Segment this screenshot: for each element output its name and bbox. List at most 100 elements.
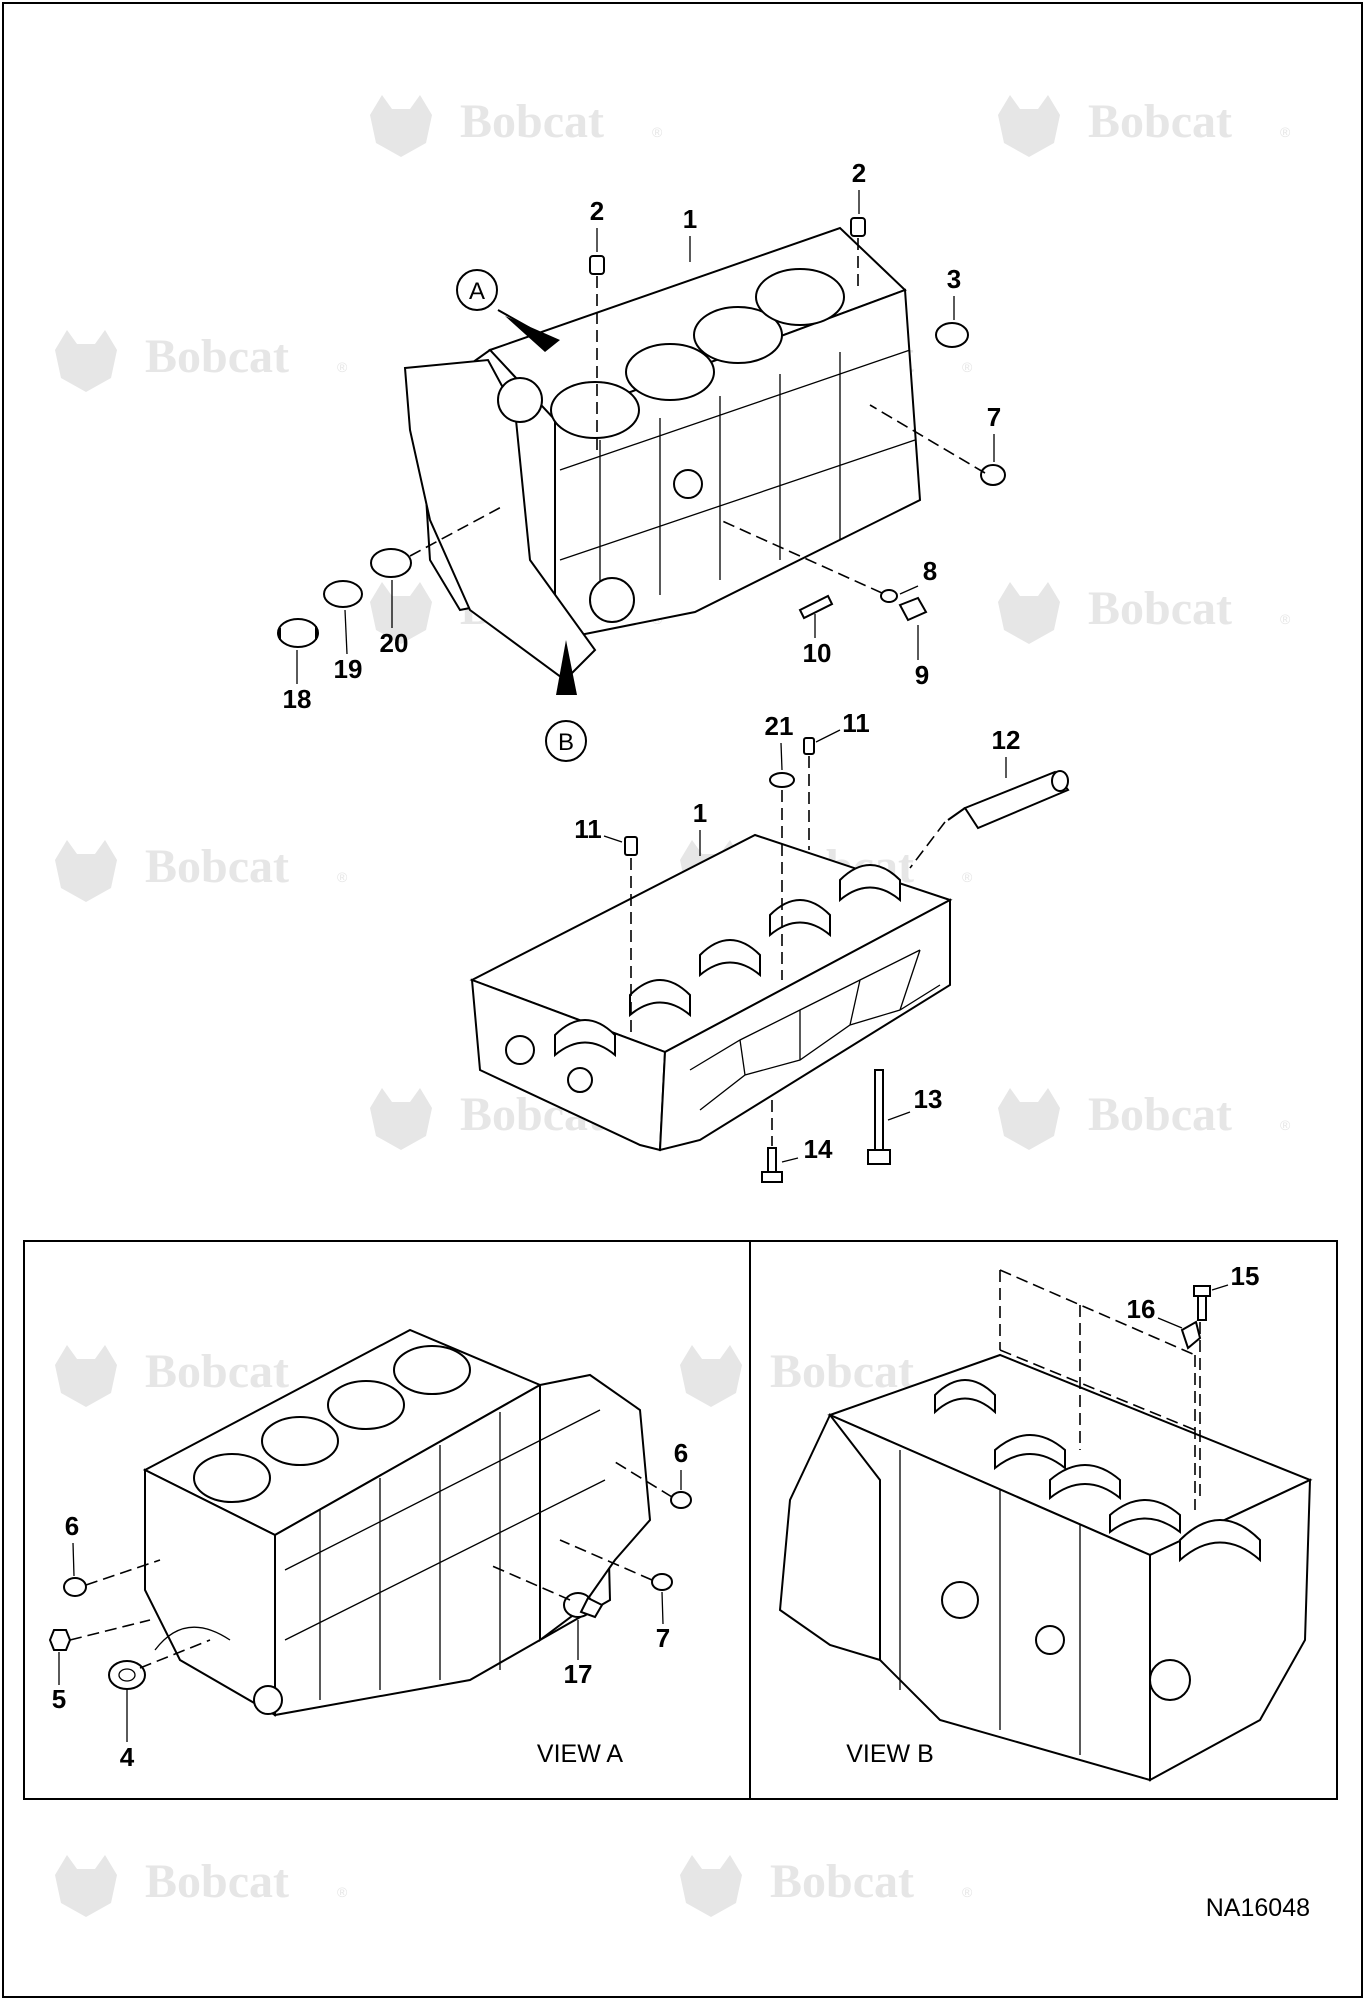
watermark: Bobcat ®: [370, 95, 663, 157]
drawing-number: NA16048: [1206, 1894, 1310, 1922]
piston-cooling-jet: [1180, 1320, 1202, 1350]
bobcat-logo-icon: [370, 582, 432, 644]
block-right-face: [1149, 1478, 1312, 1782]
watermark-registered: ®: [337, 869, 348, 885]
watermark-text: Bobcat: [770, 1345, 914, 1398]
view-marker-a: A: [469, 278, 485, 305]
drain-plug: [898, 596, 928, 622]
middle-small-parts: [624, 737, 1070, 1183]
watermark-registered: ®: [337, 1884, 348, 1900]
head-bolt: [867, 1069, 891, 1165]
flywheel-housing: [778, 1413, 881, 1662]
callout-11-left: 11: [574, 814, 602, 844]
bearing-cap-guide-lines: [999, 1269, 1196, 1510]
callout-2-left: 2: [590, 196, 604, 226]
leader: [489, 1564, 571, 1601]
callout-7-top: 7: [987, 402, 1001, 432]
view-a-arrow: [505, 316, 560, 352]
leader: [1211, 1284, 1229, 1291]
saddle-3: [1049, 1464, 1121, 1501]
callout-5: 5: [52, 1684, 66, 1714]
saddle-2: [994, 1434, 1066, 1471]
callout-1-top: 1: [683, 204, 697, 234]
callout-10: 10: [803, 638, 832, 668]
callout-19: 19: [334, 654, 363, 684]
side-ribs: [284, 1409, 606, 1700]
view-b-caption: VIEW B: [846, 1740, 934, 1768]
callout-16: 16: [1127, 1294, 1156, 1324]
watermark-text: Bobcat: [145, 1345, 289, 1398]
cylinder-bore-2: [261, 1416, 339, 1466]
view-b-arrow: [556, 640, 577, 695]
view-a-arrow-stem: [497, 309, 531, 329]
view-marker-b-circle: [545, 720, 587, 762]
core-plug-6-right: [670, 1491, 692, 1509]
callout-18: 18: [283, 684, 312, 714]
bobcat-logo-icon: [680, 1855, 742, 1917]
timing-cover: [539, 1373, 652, 1642]
core-plug-7: [651, 1573, 673, 1591]
callout-6-left: 6: [65, 1511, 79, 1541]
leader: [559, 1539, 653, 1581]
watermark: Bobcat ®: [680, 1345, 973, 1407]
callout-3: 3: [947, 264, 961, 294]
upper-callouts: A B 2 1 2 3 7 8 9 10 18 19 20: [283, 158, 1001, 762]
bearing-saddle-3: [699, 939, 761, 978]
cap-screw: [761, 1147, 783, 1183]
watermark-text: Bobcat: [1088, 582, 1232, 635]
flywheel-housing-arc: [154, 1626, 231, 1651]
upper-small-parts: [277, 217, 1006, 695]
bobcat-logo-icon: [370, 1088, 432, 1150]
bushing-18: [277, 618, 319, 648]
cylinder-bore-4: [393, 1345, 471, 1395]
end-plate: [403, 358, 597, 682]
leader: [72, 1542, 75, 1577]
leader: [909, 821, 946, 869]
leader: [781, 1157, 799, 1163]
front-bore: [589, 577, 635, 623]
nut-5: [48, 1629, 72, 1651]
watermark: Bobcat ®: [55, 330, 348, 392]
core-plug-leader: [869, 404, 986, 474]
watermark-registered: ®: [652, 124, 663, 140]
callout-7-viewa: 7: [656, 1623, 670, 1653]
view-a-panel: 6 6 7 17 5 4 VIEW A: [48, 1328, 692, 1772]
stud: [798, 594, 834, 620]
bearing-saddle-5: [839, 864, 901, 903]
cylinder-bore-1: [193, 1453, 271, 1503]
leader: [69, 1619, 151, 1641]
block-underside-front: [470, 978, 667, 1152]
leader: [614, 1461, 673, 1498]
leader: [603, 835, 623, 843]
bushing-19: [323, 580, 363, 608]
watermark: Bobcat ®: [680, 1855, 973, 1917]
cam-bore: [497, 377, 543, 423]
leader: [815, 729, 841, 743]
expansion-plug: [935, 322, 969, 348]
view-panel-frame: [23, 1240, 1338, 1800]
bearing-saddle-4: [769, 899, 831, 938]
callout-15: 15: [1231, 1261, 1260, 1291]
watermark-registered: ®: [337, 359, 348, 375]
watermark: Bobcat ®: [55, 1855, 348, 1917]
callout-1-mid: 1: [693, 798, 707, 828]
side-port: [941, 1581, 979, 1619]
dowel-pin-11-top: [803, 737, 815, 755]
watermark-text: Bobcat: [145, 330, 289, 383]
watermark-text: Bobcat: [770, 1855, 914, 1908]
cylinder-bore-2: [625, 343, 715, 401]
bearing-saddle-1: [554, 1019, 616, 1058]
leader: [899, 585, 919, 595]
side-rib-lattice: [689, 949, 941, 1111]
saddle-4: [1109, 1499, 1181, 1535]
bushing-20: [370, 548, 412, 578]
callout-9: 9: [915, 660, 929, 690]
view-a-caption: VIEW A: [537, 1740, 623, 1768]
leader: [780, 742, 783, 771]
seal-4: [108, 1660, 146, 1690]
bobcat-logo-icon: [370, 95, 432, 157]
watermark-registered: ®: [1280, 124, 1291, 140]
callout-13: 13: [914, 1084, 943, 1114]
middle-callouts: 21 11 12 11 1 13 14: [574, 708, 1020, 1164]
